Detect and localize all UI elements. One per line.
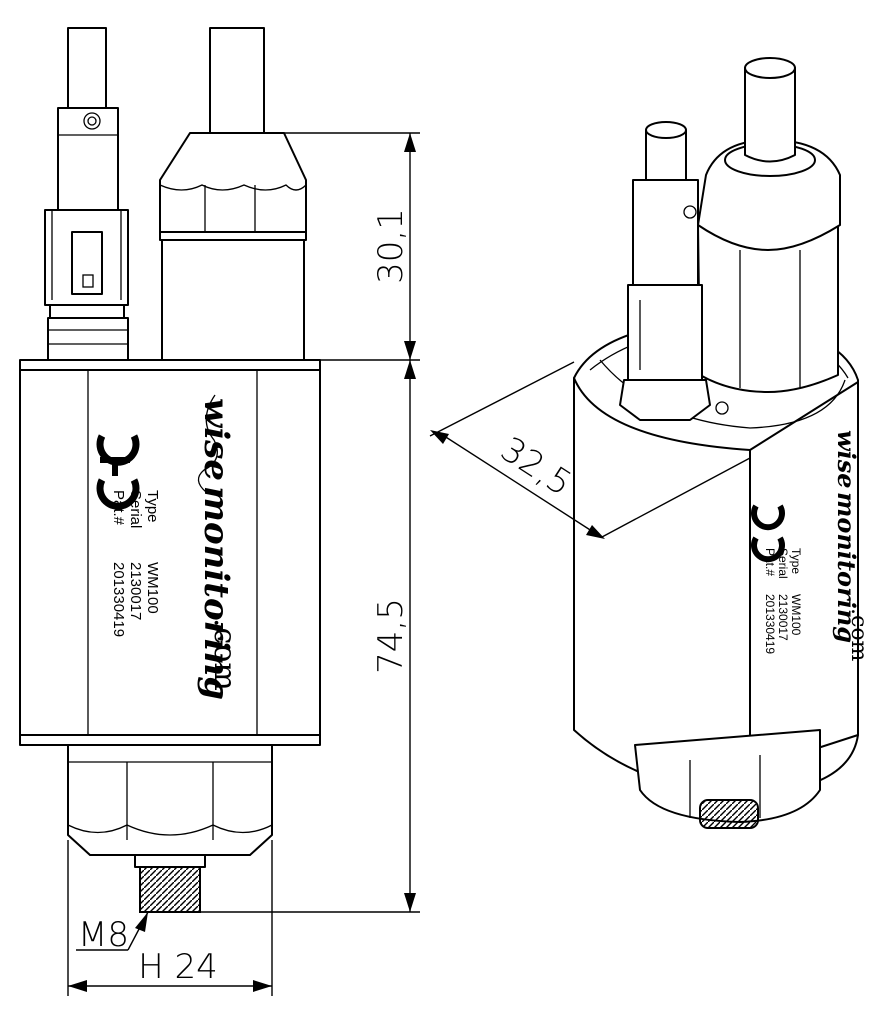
- isometric-view: Type Serial Pat.# WM100 2130017 20133041…: [429, 57, 871, 829]
- type-value: WM100: [144, 562, 161, 614]
- iso-ce-mark-icon: [751, 504, 785, 531]
- iso-brand-monitoring: monitoring: [832, 492, 861, 643]
- front-label: Type Serial Pat.# WM100 2130017 20133041…: [96, 394, 242, 700]
- iso-small-connector: [619, 121, 711, 421]
- serial-value: 2130017: [127, 562, 144, 620]
- iso-ce-mark-icon: [751, 536, 785, 563]
- dim-diameter: 32,5: [493, 429, 578, 504]
- small-connector: [44, 107, 129, 361]
- iso-serial-value: 2130017: [776, 594, 790, 641]
- brand-wise: wise: [196, 398, 236, 481]
- iso-thread-icon: [699, 799, 759, 829]
- iso-patent-value: 201330419: [763, 594, 777, 654]
- dim-top-height: 30,1: [371, 208, 411, 284]
- dimension-lines: 30,1 74,5 H 24 M8: [67, 132, 420, 996]
- dim-body-height: 74,5: [371, 598, 411, 674]
- iso-brand-wise: wise: [832, 430, 861, 489]
- front-view: Type Serial Pat.# WM100 2130017 20133041…: [19, 27, 321, 913]
- iso-cable-gland: [697, 57, 841, 393]
- serial-key: Serial: [127, 490, 144, 528]
- iso-label-face: [749, 381, 859, 771]
- brand-swoosh: [197, 394, 218, 493]
- bottom-hex: [67, 744, 273, 913]
- dim-thread: M8: [78, 915, 129, 955]
- dim-hex: H 24: [138, 947, 218, 987]
- thread-stud: [139, 866, 201, 913]
- iso-serial-key: Serial: [776, 548, 790, 579]
- small-cable: [67, 27, 107, 109]
- cable-gland: [159, 132, 307, 361]
- iso-type-value: WM100: [789, 594, 803, 636]
- large-cable: [209, 27, 265, 134]
- patent-key: Pat.#: [110, 490, 127, 526]
- main-body: [19, 359, 321, 746]
- iso-brand-com: .com: [846, 608, 871, 662]
- brand-monitoring: monitoring: [196, 486, 236, 700]
- patent-value: 201330419: [110, 562, 127, 637]
- iso-type-key: Type: [789, 548, 803, 574]
- ce-mark-icon: [96, 457, 140, 510]
- brand-com: .com: [207, 618, 242, 691]
- iso-patent-key: Pat.#: [763, 548, 777, 576]
- iso-label: Type Serial Pat.# WM100 2130017 20133041…: [751, 430, 871, 662]
- type-key: Type: [144, 490, 161, 523]
